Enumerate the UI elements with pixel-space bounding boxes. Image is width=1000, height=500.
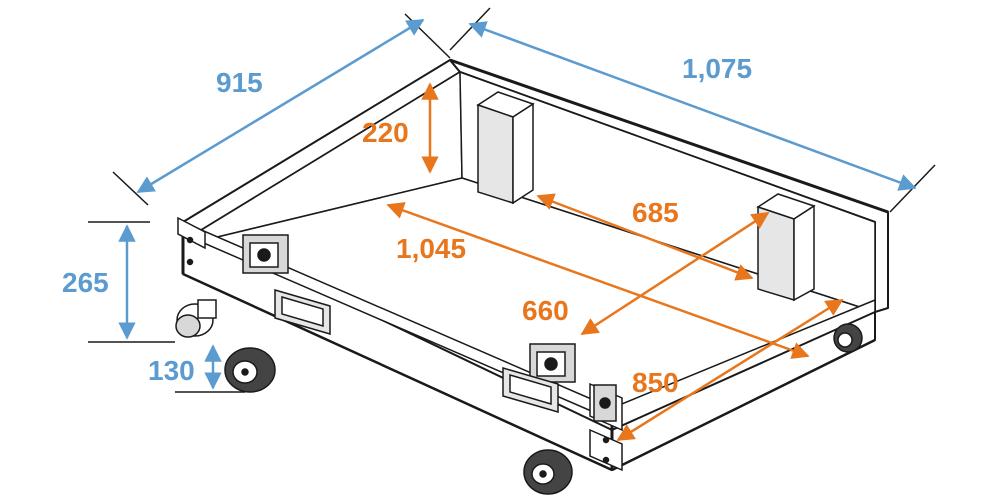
outer-dimension-labels: 915 1,075 265 130 <box>62 53 752 386</box>
foam-block-front <box>756 193 816 302</box>
side-knob-icon <box>175 299 217 338</box>
inner-dimension-labels: 220 685 1,045 660 850 <box>362 117 679 398</box>
outer-dimension-arrows <box>118 18 917 390</box>
label-depth: 915 <box>216 67 263 98</box>
label-length: 1,075 <box>682 53 752 84</box>
latch-right-icon <box>529 343 576 383</box>
corner-bracket-bottom <box>589 428 623 472</box>
label-floor-width: 850 <box>632 367 679 398</box>
label-inner-height: 220 <box>362 117 409 148</box>
foam-block-back <box>476 91 535 205</box>
arrow-length-1075 <box>468 21 917 191</box>
wheels <box>224 323 863 495</box>
label-block-spacing: 685 <box>632 197 679 228</box>
handle-left-icon <box>274 289 331 335</box>
corner-bracket-left <box>177 216 206 250</box>
label-inner-width: 660 <box>522 295 569 326</box>
arrow-inner-width-660 <box>580 211 770 336</box>
latch-left-icon <box>242 234 289 274</box>
wheel-right-icon <box>833 323 863 353</box>
handle-right-icon <box>502 367 559 413</box>
label-height: 265 <box>62 267 109 298</box>
inner-dimension-arrows <box>386 82 844 442</box>
label-wheel-height: 130 <box>148 355 195 386</box>
wheel-left-icon <box>224 347 276 393</box>
arrow-depth-915 <box>136 18 425 194</box>
wheel-front-icon <box>523 449 573 495</box>
arrow-floor-width-850 <box>616 298 844 442</box>
label-inner-length: 1,045 <box>396 233 466 264</box>
latch-side-icon <box>593 384 617 422</box>
